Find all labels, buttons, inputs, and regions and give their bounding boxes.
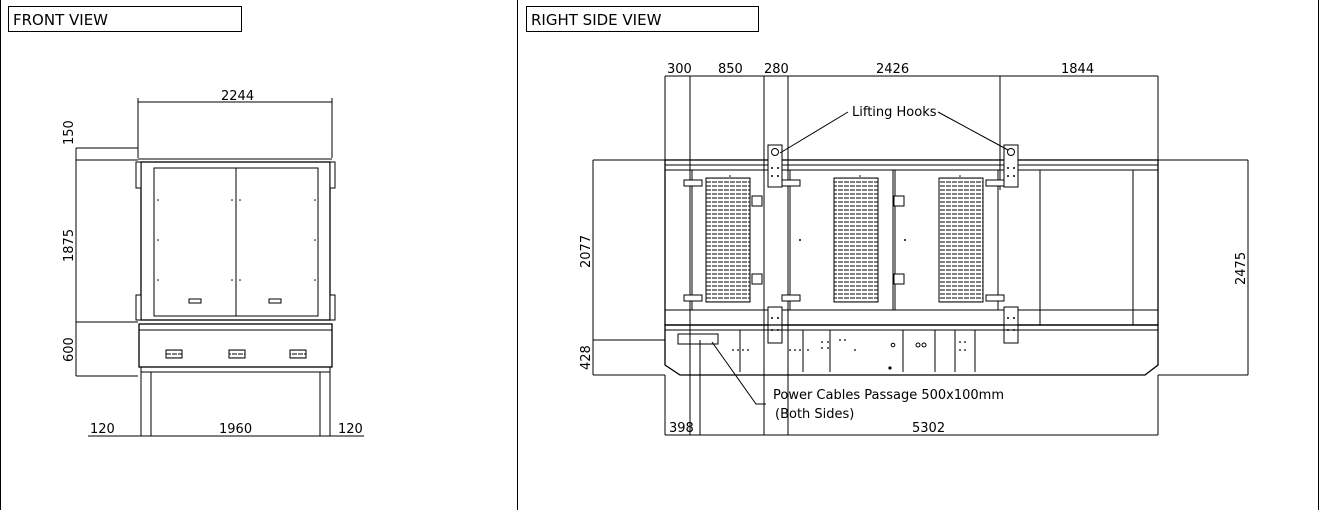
side-view: [592, 75, 1249, 436]
side-dim-300: 300: [667, 62, 692, 77]
front-dim-2244: 2244: [221, 89, 254, 104]
side-dim-2475: 2475: [1234, 252, 1249, 285]
side-dim-398: 398: [669, 421, 694, 436]
side-dim-5302: 5302: [912, 421, 945, 436]
front-dim-120-right: 120: [338, 422, 363, 437]
front-dim-600: 600: [62, 337, 77, 362]
side-view-title: RIGHT SIDE VIEW: [531, 11, 662, 29]
front-view: [75, 98, 364, 437]
cables-passage-label: Power Cables Passage 500x100mm: [773, 388, 1004, 403]
lifting-hooks-label: Lifting Hooks: [852, 105, 937, 120]
front-dim-150: 150: [62, 120, 77, 145]
side-dim-280: 280: [764, 62, 789, 77]
front-dim-1875: 1875: [62, 229, 77, 262]
front-view-title: FRONT VIEW: [13, 11, 108, 29]
side-view-title-box: RIGHT SIDE VIEW: [526, 6, 759, 32]
side-dim-428: 428: [579, 345, 594, 370]
cables-passage-sublabel: (Both Sides): [775, 407, 854, 422]
side-dim-2426: 2426: [876, 62, 909, 77]
front-dim-1960: 1960: [219, 422, 252, 437]
side-dim-2077: 2077: [579, 235, 594, 268]
front-dim-120-left: 120: [90, 422, 115, 437]
side-dim-850: 850: [718, 62, 743, 77]
side-dim-1844: 1844: [1061, 62, 1094, 77]
front-view-title-box: FRONT VIEW: [8, 6, 242, 32]
